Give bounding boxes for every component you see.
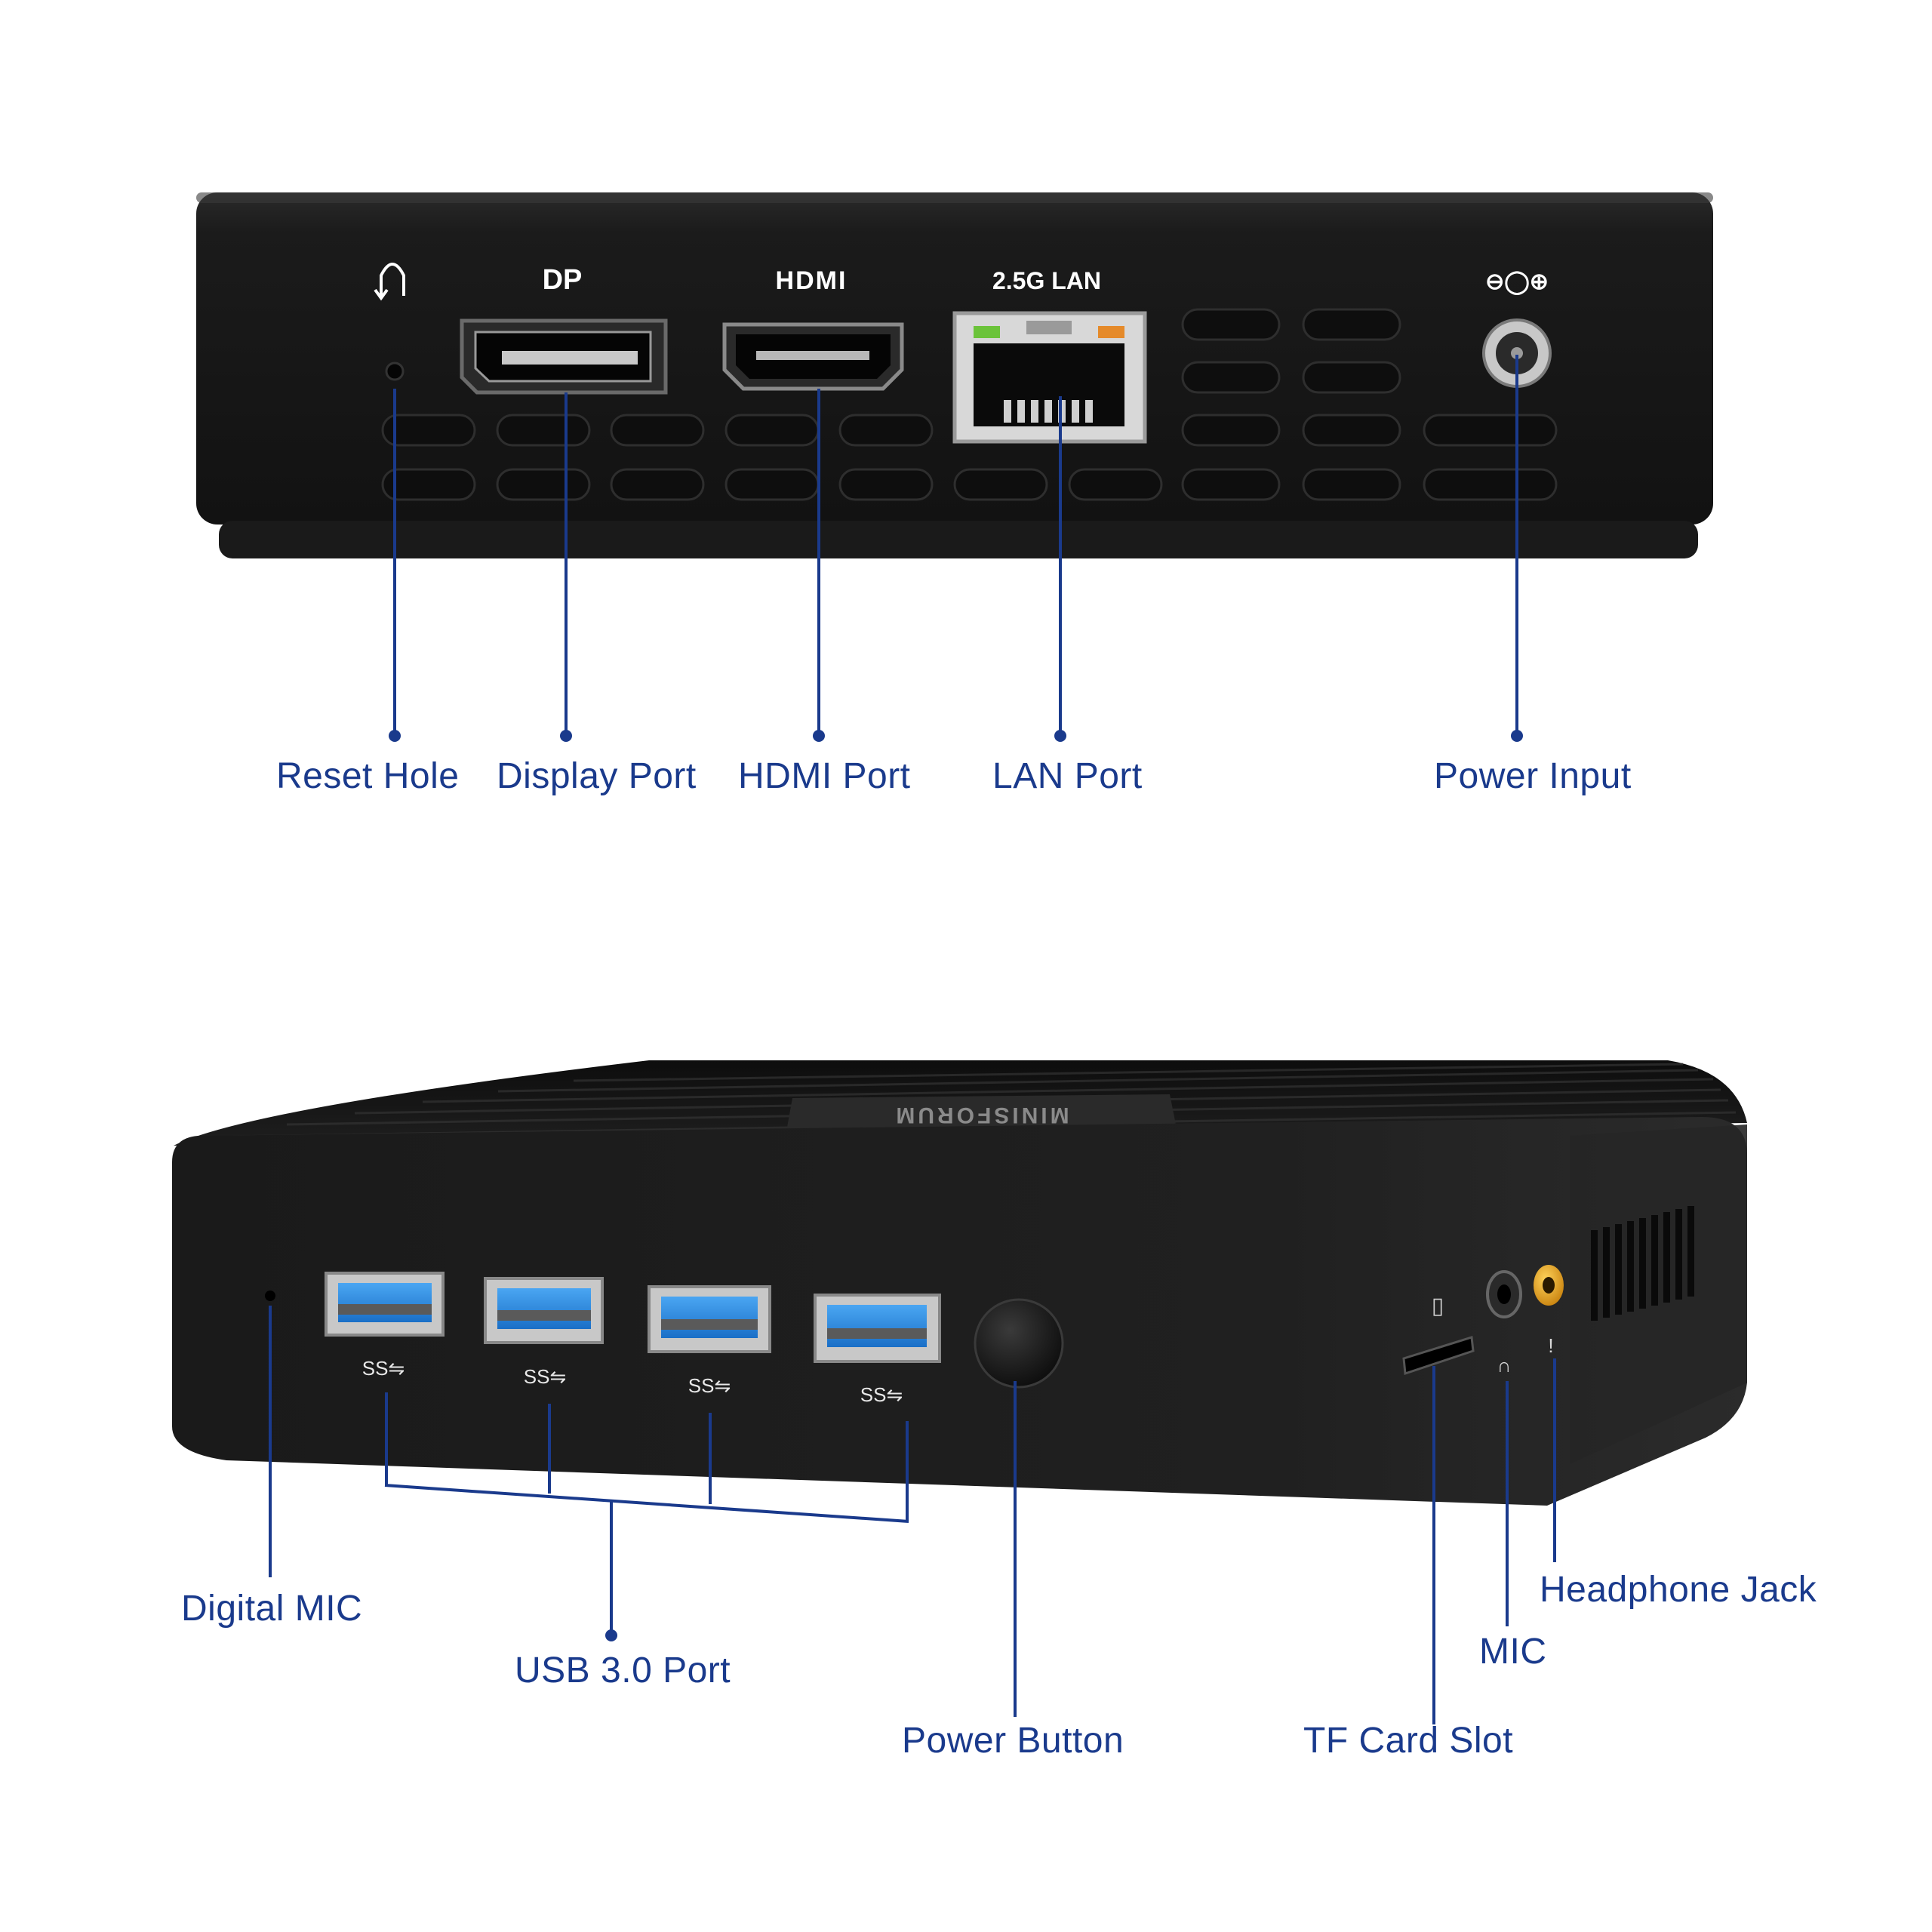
reset-arrow-icon [380, 263, 405, 296]
rear-leader-lines [389, 355, 1523, 742]
usb-port-2[interactable] [484, 1277, 604, 1344]
front-device-face [172, 1117, 1747, 1506]
callout-tf-card-slot: TF Card Slot [1303, 1721, 1514, 1761]
callout-display-port: Display Port [497, 756, 697, 796]
dp-print-label: DP [543, 264, 583, 296]
lan-port[interactable] [952, 311, 1147, 444]
usb-2-ss-marking: SS⇋ [524, 1365, 566, 1388]
hdmi-port[interactable] [722, 322, 904, 391]
callout-reset-hole: Reset Hole [276, 756, 460, 796]
usb-port-4[interactable] [814, 1294, 941, 1363]
mic-icon: ! [1548, 1334, 1553, 1357]
callout-digital-mic: Digital MIC [181, 1589, 363, 1629]
callout-headphone-jack: Headphone Jack [1540, 1570, 1817, 1610]
tf-card-icon: ▯ [1432, 1294, 1444, 1318]
brand-logo-text: MINISFORUM [893, 1103, 1069, 1128]
lan-print-label: 2.5G LAN [992, 267, 1101, 294]
dc-polarity-symbol: ⊖◯⊕ [1485, 269, 1549, 296]
mic-jack[interactable] [1486, 1270, 1522, 1318]
callout-hdmi-port: HDMI Port [738, 756, 911, 796]
rear-vent-grille [381, 308, 1558, 501]
power-button[interactable] [974, 1298, 1064, 1389]
headphone-jack[interactable] [1534, 1265, 1564, 1306]
hdmi-print-label: HDMI [776, 266, 848, 295]
usb-port-1[interactable] [325, 1272, 445, 1337]
reset-hole[interactable] [385, 361, 405, 381]
callout-usb-port: USB 3.0 Port [515, 1651, 731, 1690]
callout-power-button: Power Button [902, 1721, 1124, 1761]
headset-icon: ∩ [1497, 1354, 1512, 1377]
callout-lan-port: LAN Port [992, 756, 1143, 796]
front-device: MINISFORUM [172, 1060, 1747, 1506]
front-leader-lines [269, 1306, 1556, 1724]
tf-card-slot[interactable] [1402, 1336, 1475, 1376]
digital-mic-hole [265, 1291, 275, 1301]
callout-power-input: Power Input [1434, 756, 1632, 796]
callout-mic: MIC [1479, 1632, 1547, 1672]
usb-4-ss-marking: SS⇋ [860, 1383, 903, 1406]
display-port[interactable] [460, 318, 668, 395]
usb-3-ss-marking: SS⇋ [688, 1374, 731, 1397]
side-vent-grille [1591, 1206, 1694, 1321]
rear-device: DP HDMI 2.5G LAN [196, 192, 1713, 558]
usb-1-ss-marking: SS⇋ [362, 1357, 405, 1380]
rear-device-foot [219, 521, 1698, 558]
usb-port-3[interactable] [648, 1285, 771, 1353]
